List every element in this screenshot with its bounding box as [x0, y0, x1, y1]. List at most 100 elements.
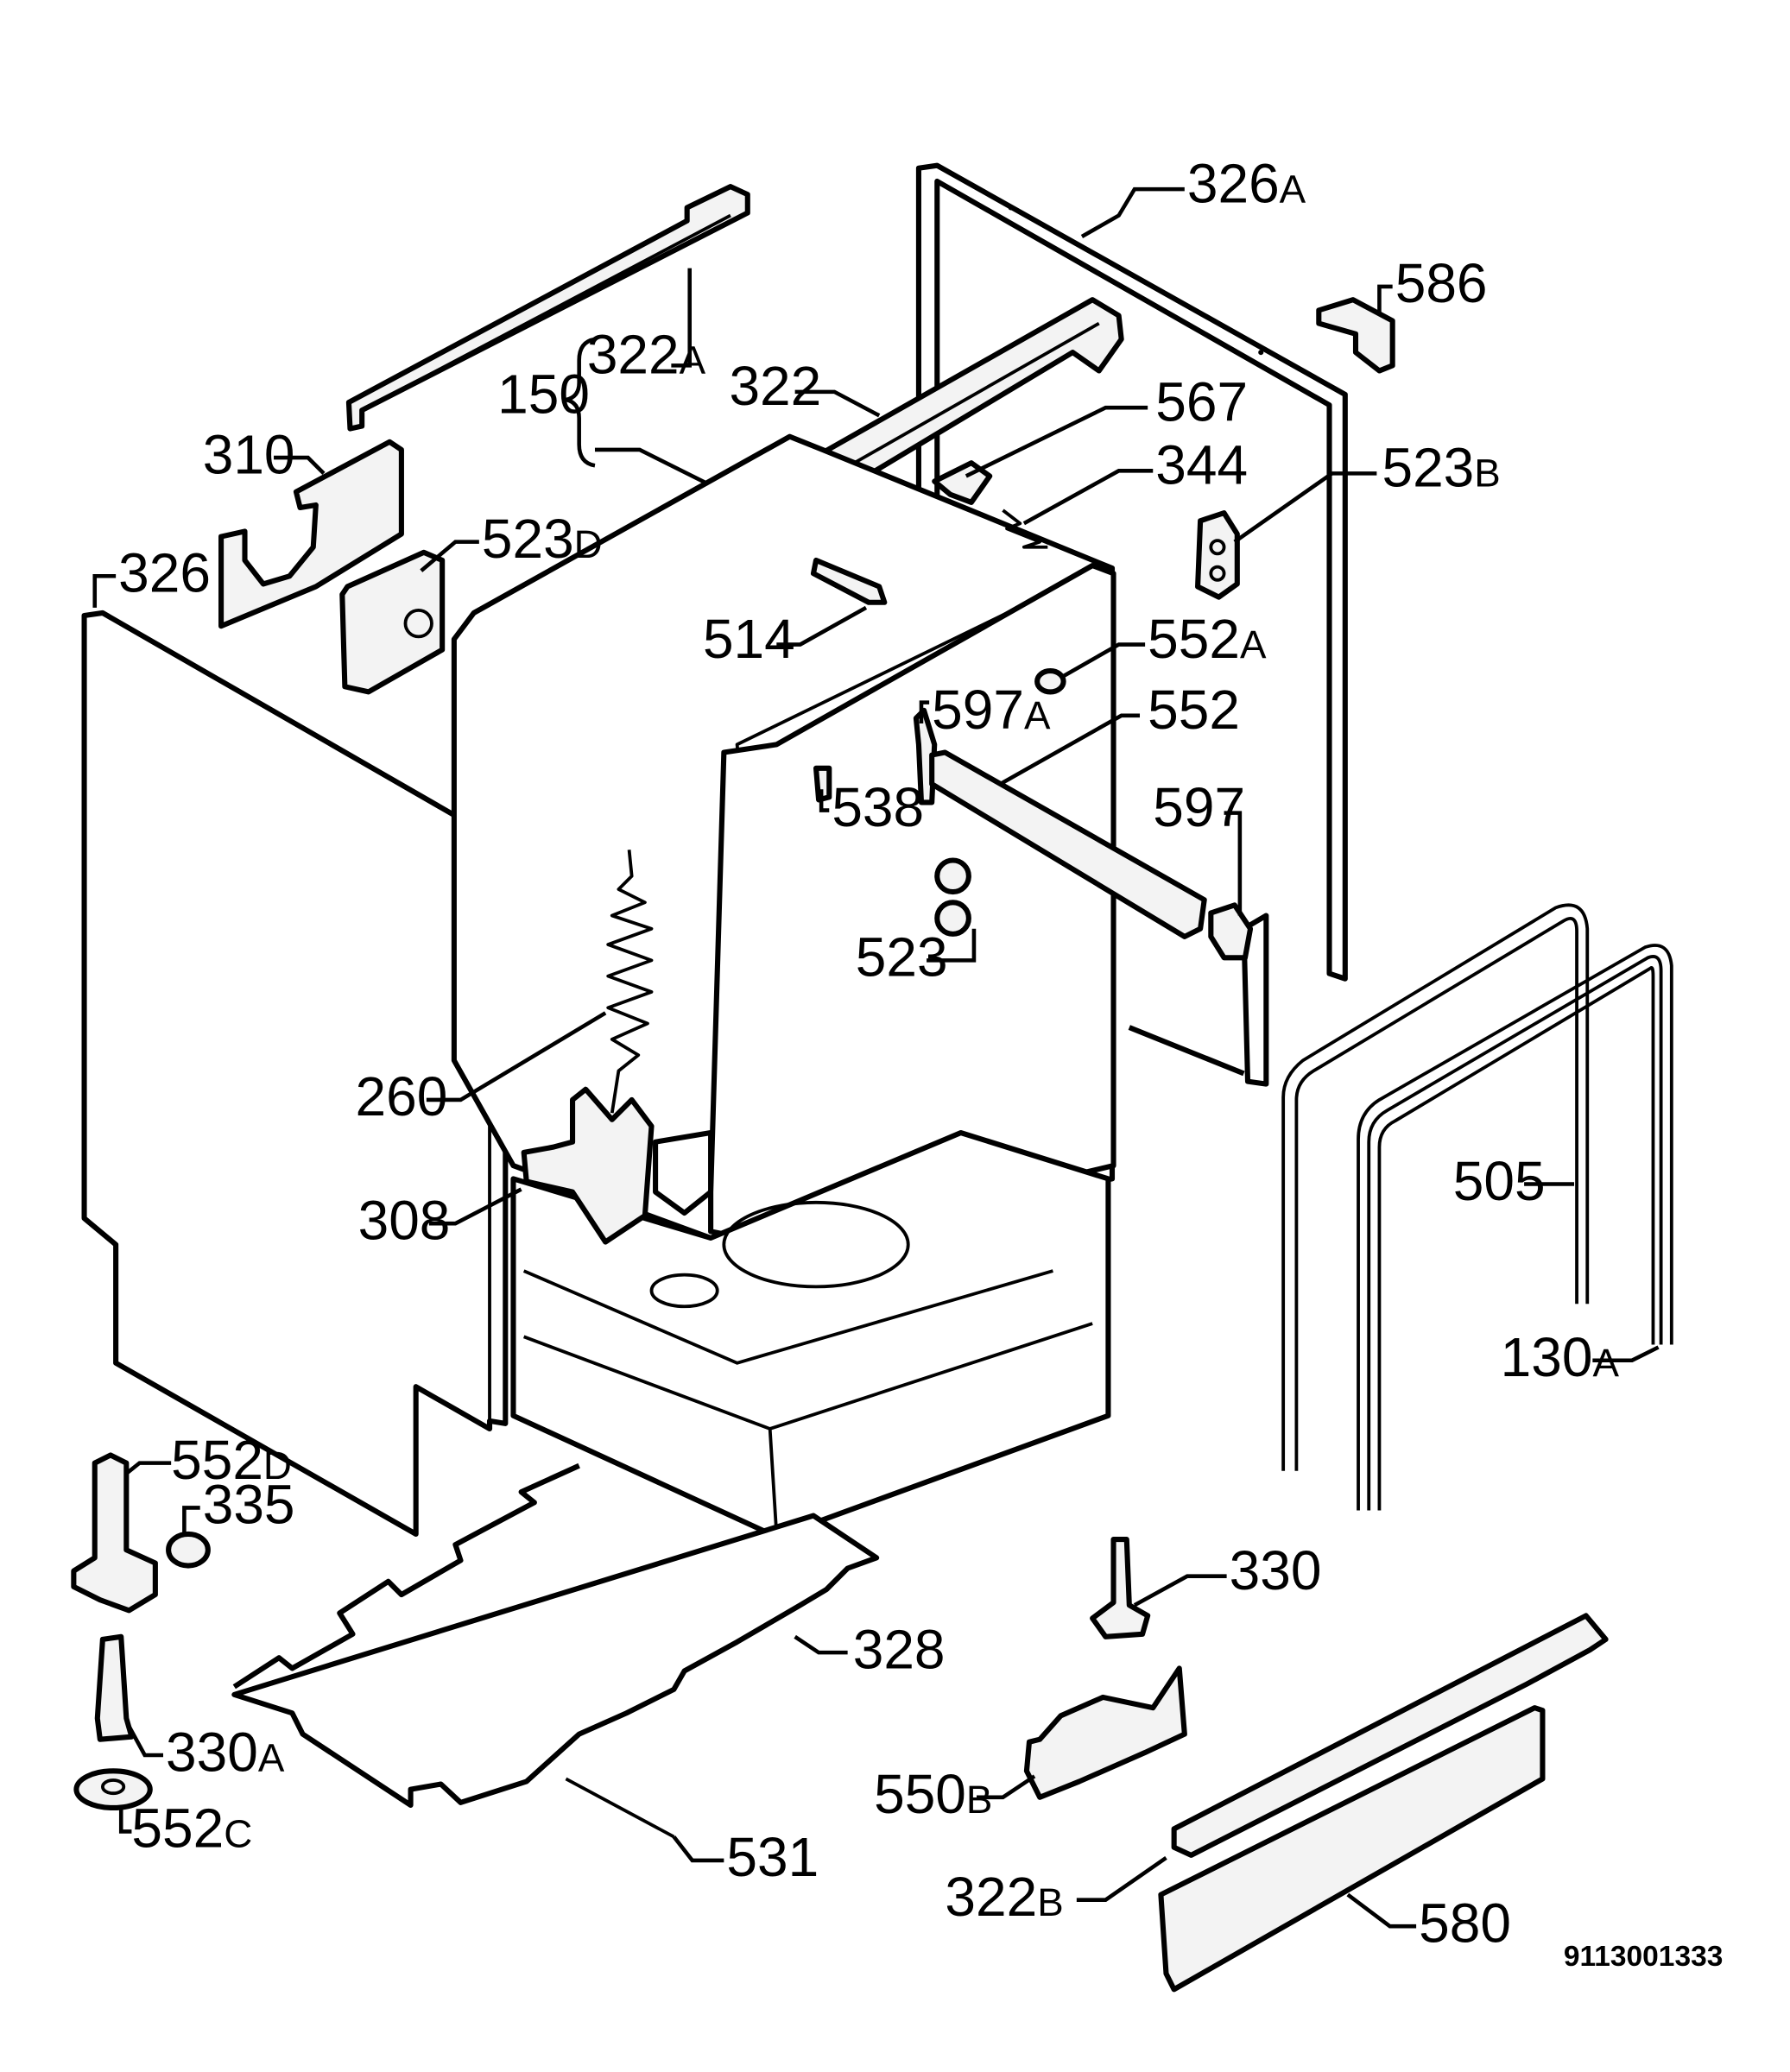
foot-330 — [1090, 1536, 1151, 1639]
leader — [1233, 471, 1377, 544]
gasket-130a — [1357, 944, 1673, 1511]
callout-330: 330 — [1230, 1539, 1322, 1601]
callout-552d: 552D — [171, 1429, 292, 1491]
callout-322b: 322B — [945, 1866, 1063, 1928]
callout-130a: 130A — [1501, 1326, 1620, 1388]
leader — [671, 268, 693, 368]
leader — [977, 1774, 1036, 1800]
leader — [1346, 1892, 1417, 1929]
door-frame — [653, 563, 1116, 1248]
screw-330a — [94, 1633, 135, 1742]
pad-552c — [73, 1768, 153, 1811]
brace-150 — [565, 337, 596, 468]
spring-260 — [606, 850, 654, 1114]
leader — [776, 605, 868, 647]
leader — [1377, 284, 1393, 316]
callout-310: 310 — [203, 423, 295, 485]
leader — [127, 1725, 164, 1758]
leader — [182, 1506, 200, 1534]
wire-344 — [1002, 509, 1048, 549]
sump — [722, 1200, 910, 1289]
leader — [426, 1011, 607, 1102]
callout-552a: 552A — [1148, 608, 1267, 670]
leader — [819, 789, 830, 812]
callout-326: 326 — [118, 542, 211, 604]
rod-531 — [565, 1777, 675, 1839]
leader — [92, 573, 117, 608]
bracket-586 — [1316, 297, 1395, 374]
callout-523: 523 — [856, 926, 948, 989]
callout-514: 514 — [703, 608, 795, 670]
grommet-hole — [1209, 539, 1226, 556]
grommet-hole — [1209, 565, 1226, 582]
callout-550b: 550B — [874, 1763, 992, 1825]
document-code: 9113001333 — [1564, 1941, 1724, 1973]
callout-597a: 597A — [932, 679, 1051, 741]
leader — [672, 1835, 724, 1863]
leader — [118, 1807, 132, 1834]
callout-labels: 326A 586 322A 150 322 567 344 523B 310 5… — [118, 152, 1723, 1973]
callout-567: 567 — [1155, 370, 1248, 433]
callout-150: 150 — [497, 363, 590, 425]
side-panel-right-bottom — [1128, 913, 1269, 1087]
plate-328 — [231, 1462, 880, 1808]
part-drawings — [71, 162, 1673, 1993]
leader — [794, 389, 881, 418]
callout-580: 580 — [1419, 1892, 1511, 1954]
top-rail-322a — [345, 184, 750, 432]
pin-514 — [810, 557, 888, 605]
bracket-550b — [1023, 1665, 1187, 1800]
callout-597: 597 — [1153, 776, 1245, 838]
grommet-523-a — [934, 857, 971, 895]
callout-523d: 523D — [482, 508, 603, 570]
base-inner — [522, 1269, 1093, 1535]
pad-center — [100, 1778, 126, 1796]
leader — [124, 1461, 172, 1475]
trim-580 — [1158, 1705, 1546, 1993]
gear-335 — [166, 1531, 211, 1569]
leader-lines — [92, 186, 1660, 1929]
foot-552d — [71, 1452, 158, 1614]
leader — [1022, 469, 1154, 526]
panel-hole — [1258, 350, 1264, 356]
leader — [274, 455, 326, 475]
callout-538: 538 — [832, 776, 924, 838]
callout-552c: 552C — [131, 1797, 252, 1860]
plug-552a — [1034, 667, 1066, 695]
leader — [1076, 1856, 1167, 1902]
grommet-523-b — [934, 900, 971, 937]
leader — [1592, 1345, 1660, 1363]
leader — [1224, 811, 1243, 916]
callout-552: 552 — [1148, 679, 1240, 741]
leader — [428, 1187, 522, 1226]
leader — [965, 405, 1148, 478]
callout-322a: 322A — [587, 324, 706, 386]
callout-308: 308 — [358, 1189, 451, 1251]
cover-hole — [403, 608, 433, 639]
base-frame — [510, 1129, 1111, 1540]
callout-322: 322 — [729, 355, 821, 417]
panel-hole — [1008, 205, 1014, 211]
leader — [999, 713, 1141, 786]
callout-326a: 326A — [1187, 152, 1306, 214]
callout-344: 344 — [1155, 434, 1248, 496]
callout-523b: 523B — [1382, 437, 1500, 499]
leader — [919, 700, 930, 723]
gasket-505 — [1281, 903, 1590, 1471]
cover-310 — [218, 439, 404, 629]
rail-552 — [929, 749, 1207, 939]
callout-260: 260 — [356, 1065, 448, 1128]
leader — [1080, 186, 1185, 238]
leader — [420, 540, 479, 572]
callout-330a: 330A — [166, 1721, 285, 1783]
callout-505: 505 — [1453, 1150, 1546, 1212]
leader — [594, 447, 710, 486]
callout-586: 586 — [1395, 252, 1488, 314]
leader — [1062, 642, 1146, 679]
hinge-308 — [521, 1086, 655, 1245]
rail-322b — [1171, 1613, 1609, 1858]
callout-335: 335 — [203, 1474, 295, 1536]
leader — [927, 928, 977, 963]
filter — [649, 1273, 719, 1309]
